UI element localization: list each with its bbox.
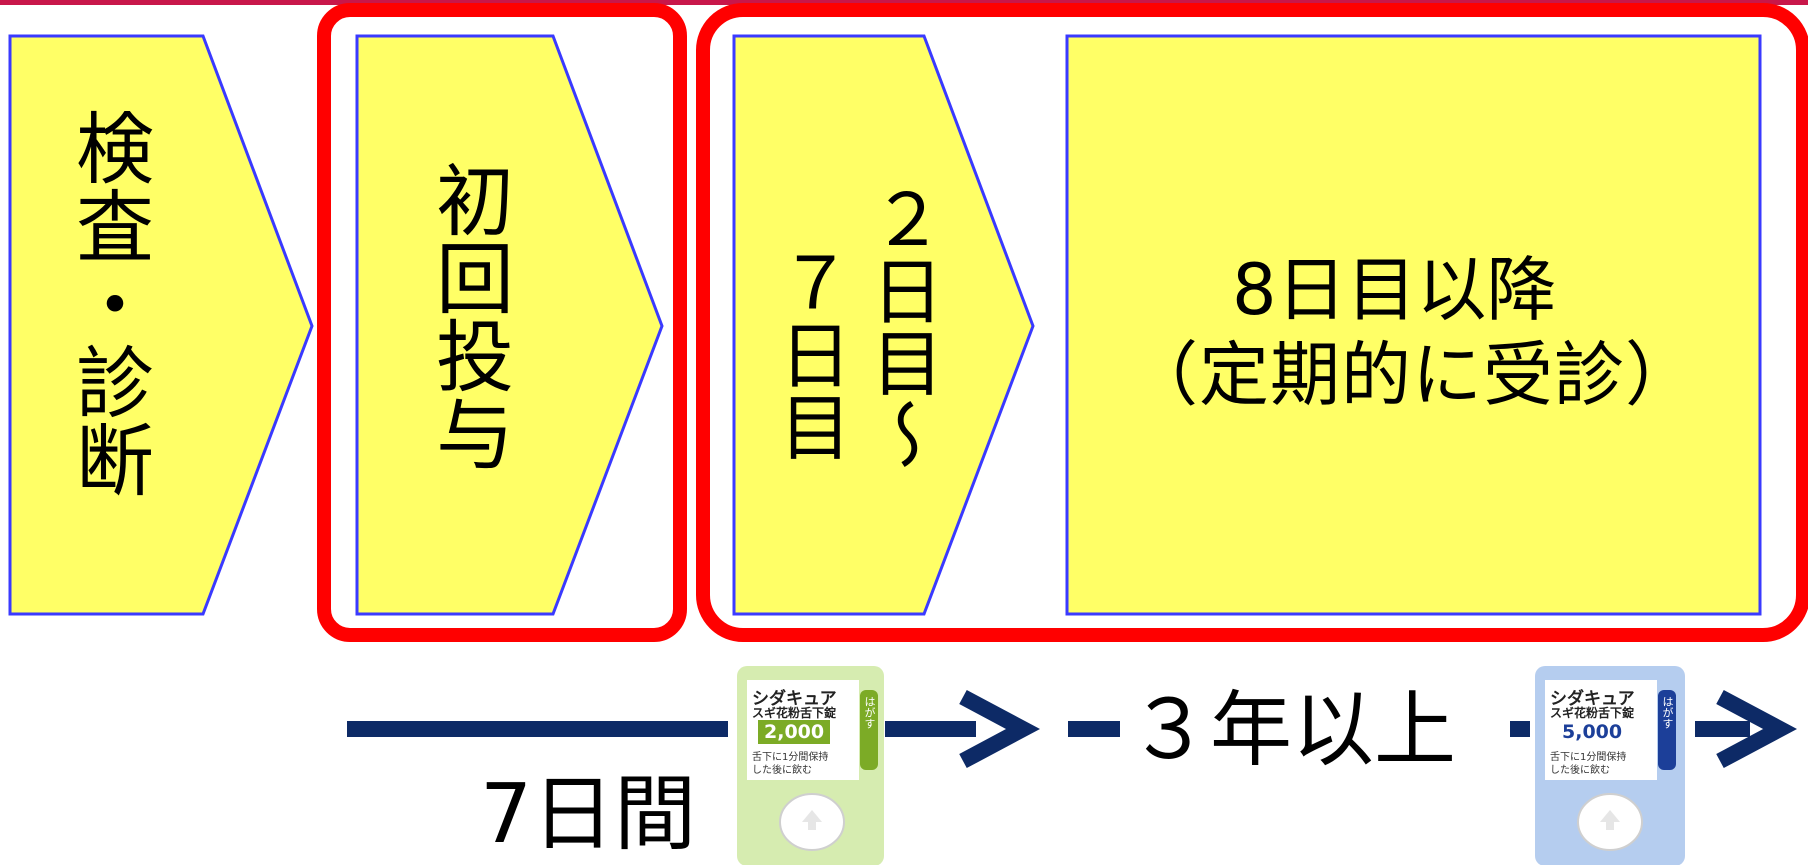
card2-note2: した後に飲む [1550,765,1610,776]
step-3-4-highlight [696,3,1808,642]
step-3-shape [732,34,1035,616]
step-3-label-right: ２日目〜 [859,182,943,470]
card2-tab: はがす [1661,696,1674,729]
step-4-line-2: （定期的に受診） [1128,334,1696,416]
step-2-shape [355,34,664,616]
card2-desc: スギ花粉舌下錠 [1550,706,1635,720]
card2-brand: シダキュア [1550,689,1635,709]
step-1-label: 検査・診断 [63,108,153,498]
step-2-highlight [317,3,687,642]
step-1-shape [8,34,314,616]
card1-note1: 舌下に1分間保持 [752,752,829,763]
arrow-head-1 [959,689,1040,769]
step-4-line-1: 8日目以降 [1232,249,1557,331]
card1-tab: はがす [863,696,876,729]
top-bar [0,0,1808,5]
period-7-days: 7日間 [480,767,697,862]
step-3-label-left: ７日目 [767,246,851,462]
card1-brand: シダキュア [752,689,837,709]
medicine-card-2000 [737,666,884,865]
step-4-shape [1065,34,1762,616]
card1-desc: スギ花粉舌下錠 [752,706,837,720]
medicine-card-5000 [1535,666,1685,865]
period-3-years: ３年以上 [1128,683,1457,778]
card1-dose: 2,000 [764,721,825,743]
step-2-label: 初回投与 [423,160,513,472]
arrow-head-2 [1716,689,1797,769]
card1-note2: した後に飲む [752,765,812,776]
card2-dose: 5,000 [1562,721,1623,743]
card2-note1: 舌下に1分間保持 [1550,752,1627,763]
